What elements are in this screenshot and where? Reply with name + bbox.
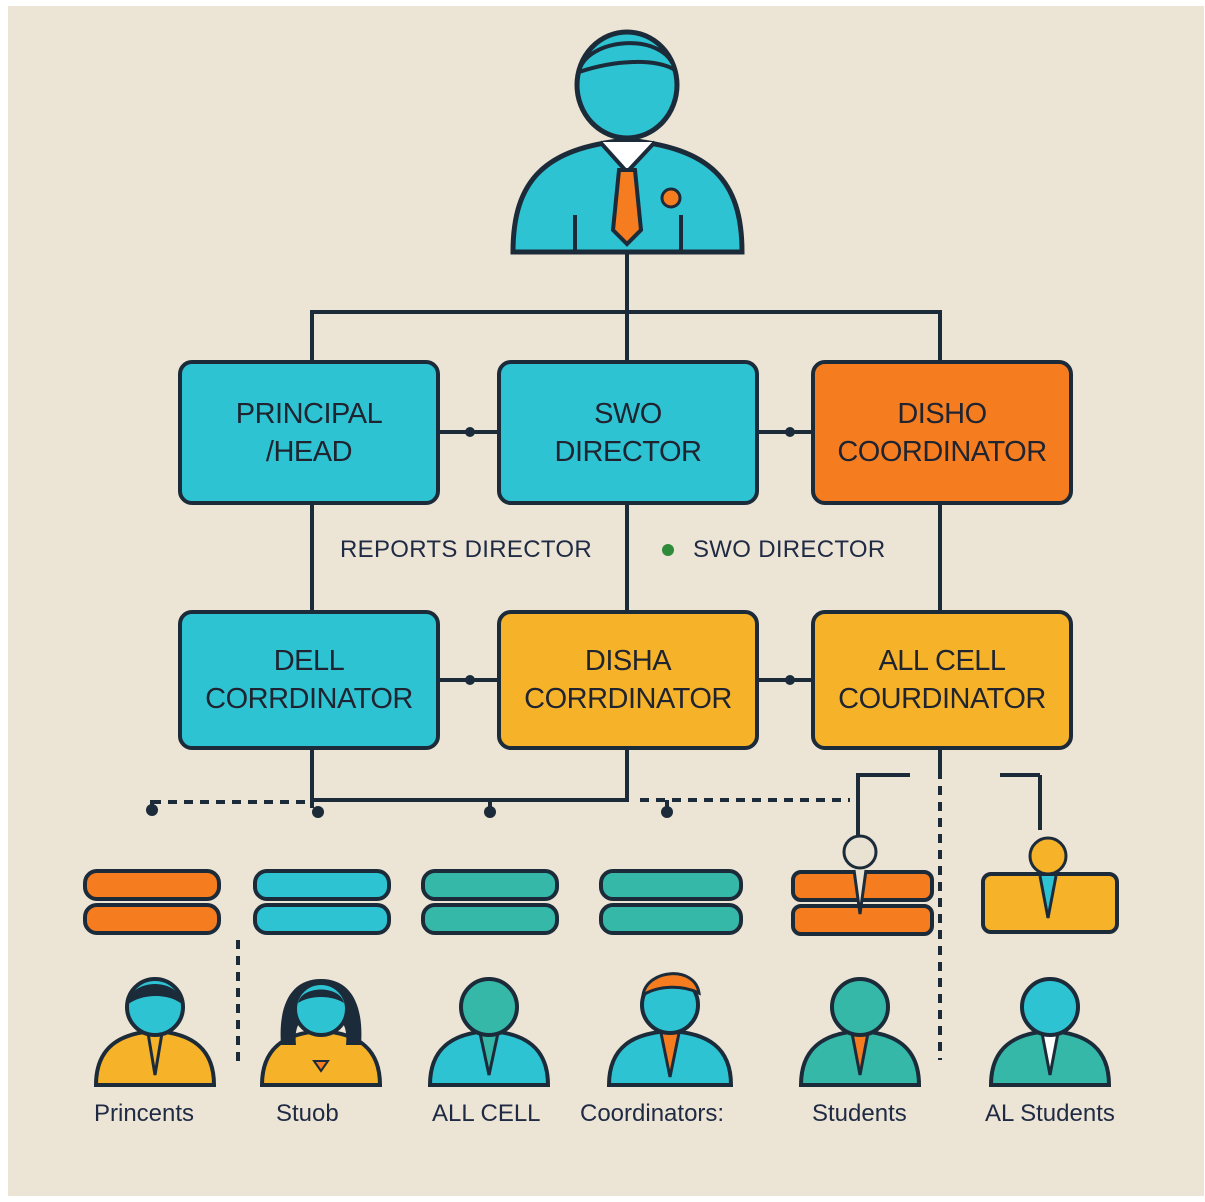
stack-icon-orange — [83, 869, 221, 935]
disho-coordinator-label: DISHO COORDINATOR — [837, 397, 1047, 468]
caption-al-students: AL Students — [985, 1100, 1115, 1127]
person-icon-1 — [93, 977, 217, 1087]
person-icon-6 — [988, 977, 1112, 1087]
top-person-icon — [510, 29, 745, 255]
disha-coordinator-box[interactable]: DISHA CORRDINATOR — [497, 610, 759, 750]
person-icon-3 — [427, 977, 551, 1087]
caption-coordinators: Coordinators: — [580, 1100, 725, 1127]
principal-head-label: PRINCIPAL /HEAD — [235, 397, 383, 468]
disha-coordinator-label: DISHA CORRDINATOR — [524, 645, 732, 715]
stack-person-icon-yellow — [981, 836, 1119, 934]
principal-head-box[interactable]: PRINCIPAL /HEAD — [178, 360, 440, 505]
caption-all-cell: ALL CELL — [432, 1100, 541, 1127]
stack-icon-teal-1 — [421, 869, 559, 935]
swo-director-label: SWO DIRECTOR — [554, 397, 702, 468]
caption-princents: Princents — [94, 1100, 195, 1127]
swo-director-box[interactable]: SWO DIRECTOR — [497, 360, 759, 505]
person-icon-4 — [606, 972, 734, 1087]
stack-icon-cyan — [253, 869, 391, 935]
dell-coordinator-label: DELL CORRDINATOR — [205, 645, 413, 715]
reports-director-note: REPORTS DIRECTOR — [340, 536, 592, 563]
all-cell-coordinator-label: ALL CELL COURDINATOR — [838, 645, 1046, 715]
stack-person-icon-orange — [791, 834, 934, 936]
caption-stuob: Stuob — [276, 1100, 339, 1127]
swo-director-note: SWO DIRECTOR — [693, 536, 886, 563]
disho-coordinator-box[interactable]: DISHO COORDINATOR — [811, 360, 1073, 505]
dell-coordinator-box[interactable]: DELL CORRDINATOR — [178, 610, 440, 750]
all-cell-coordinator-box[interactable]: ALL CELL COURDINATOR — [811, 610, 1073, 750]
stack-icon-teal-2 — [599, 869, 743, 935]
person-icon-2 — [259, 979, 383, 1087]
caption-students: Students — [812, 1100, 907, 1127]
person-icon-5 — [798, 977, 922, 1087]
